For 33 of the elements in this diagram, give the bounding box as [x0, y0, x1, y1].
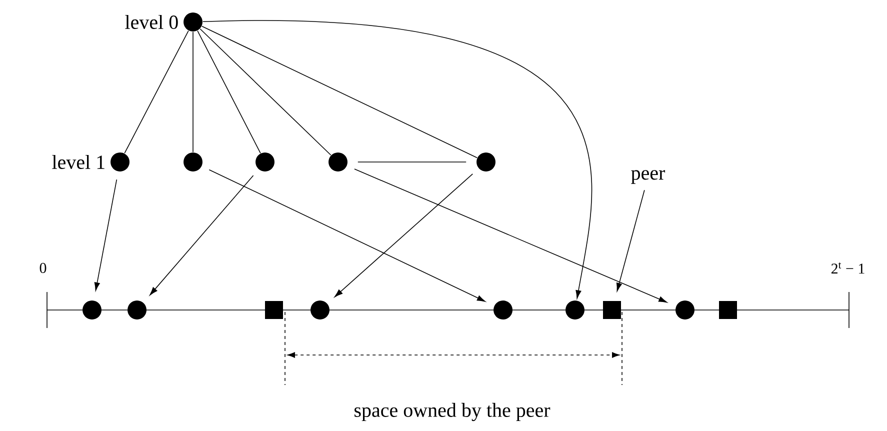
- dot: [476, 152, 496, 172]
- axis-label: 2$^{t}$ − 1: [831, 262, 864, 274]
- dot: [110, 152, 130, 172]
- arrow: [202, 20, 592, 299]
- dot: [310, 300, 330, 320]
- dot: [676, 300, 694, 320]
- arrow: [150, 175, 254, 296]
- dot: [566, 300, 584, 320]
- dot: [494, 300, 512, 320]
- dot: [184, 152, 202, 172]
- dot: [328, 152, 348, 172]
- square-marker: [603, 301, 621, 319]
- arrow: [94, 179, 118, 291]
- connector-line: [202, 26, 478, 158]
- connector-line: [124, 30, 189, 154]
- arrow: [616, 190, 645, 292]
- connector-line: [192, 32, 194, 152]
- level-label: level 0: [125, 14, 178, 30]
- arrow: [334, 174, 474, 298]
- connector-line: [197, 30, 261, 154]
- callout-label: peer: [631, 170, 666, 184]
- square-marker: [265, 301, 283, 319]
- arrow: [354, 168, 668, 303]
- connector-line: [200, 28, 332, 156]
- dot: [128, 300, 146, 320]
- axis-label: 0: [40, 262, 46, 274]
- square-marker: [719, 301, 737, 319]
- dot: [184, 12, 202, 32]
- dimension-label: space owned by the peer: [354, 402, 550, 422]
- dot: [82, 300, 102, 320]
- arrow: [208, 169, 486, 302]
- level-label: level 1: [52, 154, 104, 170]
- dot: [256, 152, 274, 172]
